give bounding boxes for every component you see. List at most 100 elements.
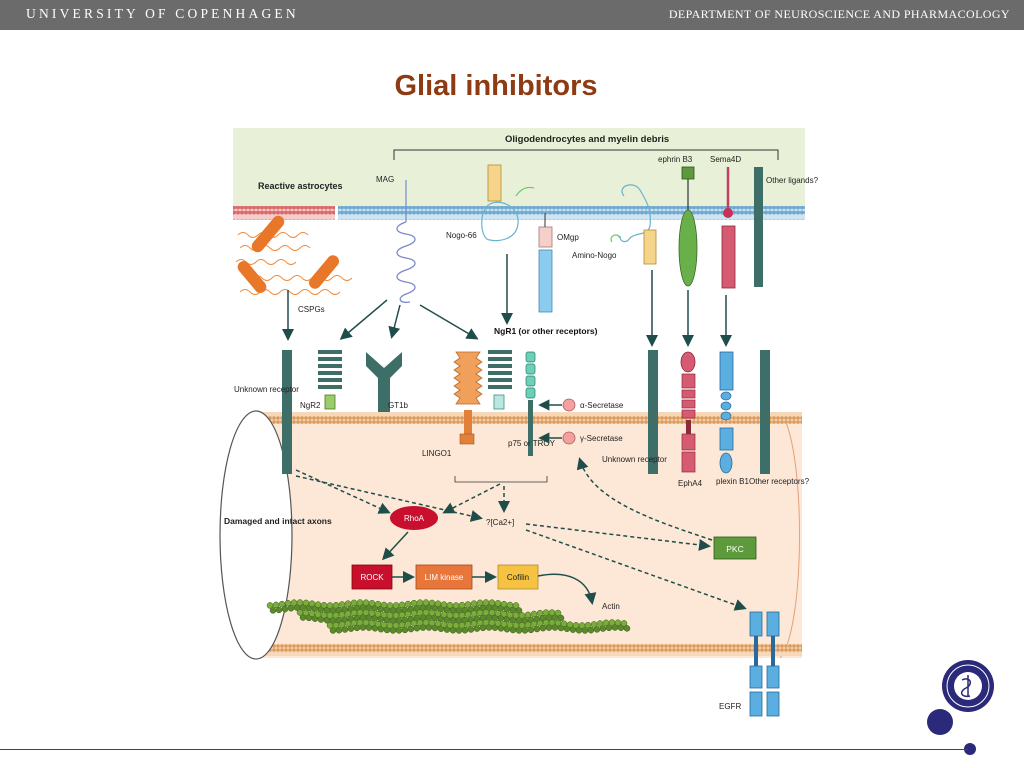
dashed-arrows — [295, 457, 747, 611]
lim-kinase-label: LIM kinase — [425, 573, 464, 582]
ephrin-b3-label: ephrin B3 — [658, 155, 693, 164]
gt1b-molecule — [366, 352, 402, 412]
rock-node — [351, 564, 393, 590]
top-bracket — [393, 149, 779, 160]
footer-line — [0, 749, 968, 750]
ngr1-label: NgR1 (or other receptors) — [494, 326, 598, 336]
actin-bead — [467, 626, 475, 633]
actin-bead — [539, 624, 547, 632]
actin-bead — [605, 624, 613, 632]
other-receptors-bar — [760, 350, 770, 474]
astrocyte-membrane — [233, 206, 335, 220]
pkc-node — [713, 536, 757, 560]
lingo1-label: LINGO1 — [422, 449, 452, 458]
actin-bead — [593, 626, 601, 633]
signaling-arrows — [381, 531, 597, 605]
actin-bead — [554, 609, 562, 617]
cspgs-label: CSPGs — [298, 305, 325, 314]
cofilin-node — [497, 564, 539, 590]
omgp-label: OMgp — [557, 233, 579, 242]
actin-bead — [473, 625, 481, 632]
actin-bead — [479, 624, 487, 632]
sema4d-molecule — [721, 225, 736, 289]
top-label: Oligodendrocytes and myelin debris — [505, 134, 669, 145]
p75-label: p75 or TROY — [508, 439, 556, 448]
actin-bead — [329, 627, 337, 634]
p75-receptor — [525, 351, 536, 456]
nogo66-label: Nogo-66 — [446, 231, 477, 240]
decorative-dot-small — [964, 743, 976, 755]
actin-bead — [401, 626, 409, 634]
actin-bead — [515, 607, 523, 614]
mag-label: MAG — [376, 175, 394, 184]
plexin-b1-receptor — [719, 351, 734, 474]
ligand-arrows — [282, 254, 732, 347]
actin-bead — [413, 624, 421, 632]
ngr1-receptor — [488, 350, 512, 410]
actin-bead — [335, 626, 343, 634]
actin-bead — [557, 614, 565, 622]
egfr-receptor — [749, 611, 780, 717]
actin-bead — [512, 602, 520, 609]
alpha-secretase-icon — [562, 398, 576, 412]
other-receptors-label: Other receptors? — [749, 477, 810, 486]
ngr2-label: NgR2 — [300, 401, 321, 410]
actin-bead — [461, 626, 469, 634]
ngr2-receptor — [318, 350, 342, 410]
slide-title: Glial inhibitors — [394, 70, 598, 102]
actin-bead — [455, 627, 463, 634]
epha4-label: EphA4 — [678, 479, 703, 488]
nogo-block — [487, 164, 502, 202]
actin-bead — [533, 625, 541, 633]
university-seal-icon — [942, 660, 994, 712]
mag-molecule — [396, 221, 416, 304]
actin-bead — [521, 627, 529, 634]
actin-bead — [527, 626, 535, 634]
actin-bead — [623, 625, 631, 632]
plexin-b1-label: plexin B1 — [716, 477, 749, 486]
actin-bead — [353, 624, 361, 632]
gt1b-label: GT1b — [388, 401, 409, 410]
unknown-receptor-left — [282, 350, 292, 474]
rhoa-label: RhoA — [404, 514, 425, 523]
myelin-membrane — [338, 206, 805, 220]
rhoa-node — [390, 506, 438, 530]
actin-bead — [269, 607, 277, 614]
ca2-label: ?[Ca2+] — [486, 518, 514, 527]
pkc-label: PKC — [726, 544, 743, 554]
other-ligands-bar — [754, 167, 763, 287]
reactive-astrocytes-label: Reactive astrocytes — [258, 181, 343, 191]
egfr-label: EGFR — [719, 702, 741, 711]
cofilin-label: Cofilin — [507, 573, 529, 582]
amino-nogo-block — [643, 229, 657, 265]
actin-bead — [287, 604, 295, 612]
actin-bead — [347, 625, 355, 632]
actin-bead — [581, 627, 589, 634]
unknown-receptor-left-label: Unknown receptor — [234, 385, 299, 394]
other-ligands-label: Other ligands? — [766, 176, 819, 185]
gamma-secretase-label: γ-Secretase — [580, 434, 623, 443]
unknown-receptor-right-label: Unknown receptor — [602, 455, 667, 464]
gamma-secretase-icon — [562, 431, 576, 445]
axon-membrane-bottom — [254, 644, 802, 656]
actin-label: Actin — [602, 602, 620, 611]
alpha-secretase-label: α-Secretase — [580, 401, 624, 410]
other-ligands-text: Other ligands? — [766, 176, 819, 185]
actin-bead — [395, 627, 403, 634]
amino-nogo-label: Amino-Nogo — [572, 251, 617, 260]
lim-kinase-node — [415, 564, 473, 590]
lingo1-receptor — [453, 351, 483, 445]
university-name: UNIVERSITY OF COPENHAGEN — [26, 6, 299, 21]
header-bar: UNIVERSITY OF COPENHAGEN DEPARTMENT OF N… — [0, 0, 1024, 30]
damaged-axons-label: Damaged and intact axons — [224, 516, 332, 526]
nogo-loop — [481, 201, 519, 242]
actin-bead — [620, 620, 628, 627]
cspg-molecules — [235, 215, 353, 295]
actin-bead — [275, 606, 283, 614]
actin-bead — [341, 626, 349, 633]
actin-bead — [587, 626, 595, 634]
decorative-dot-large — [927, 709, 953, 735]
actin-bead — [407, 625, 415, 633]
actin-bead — [281, 605, 289, 613]
